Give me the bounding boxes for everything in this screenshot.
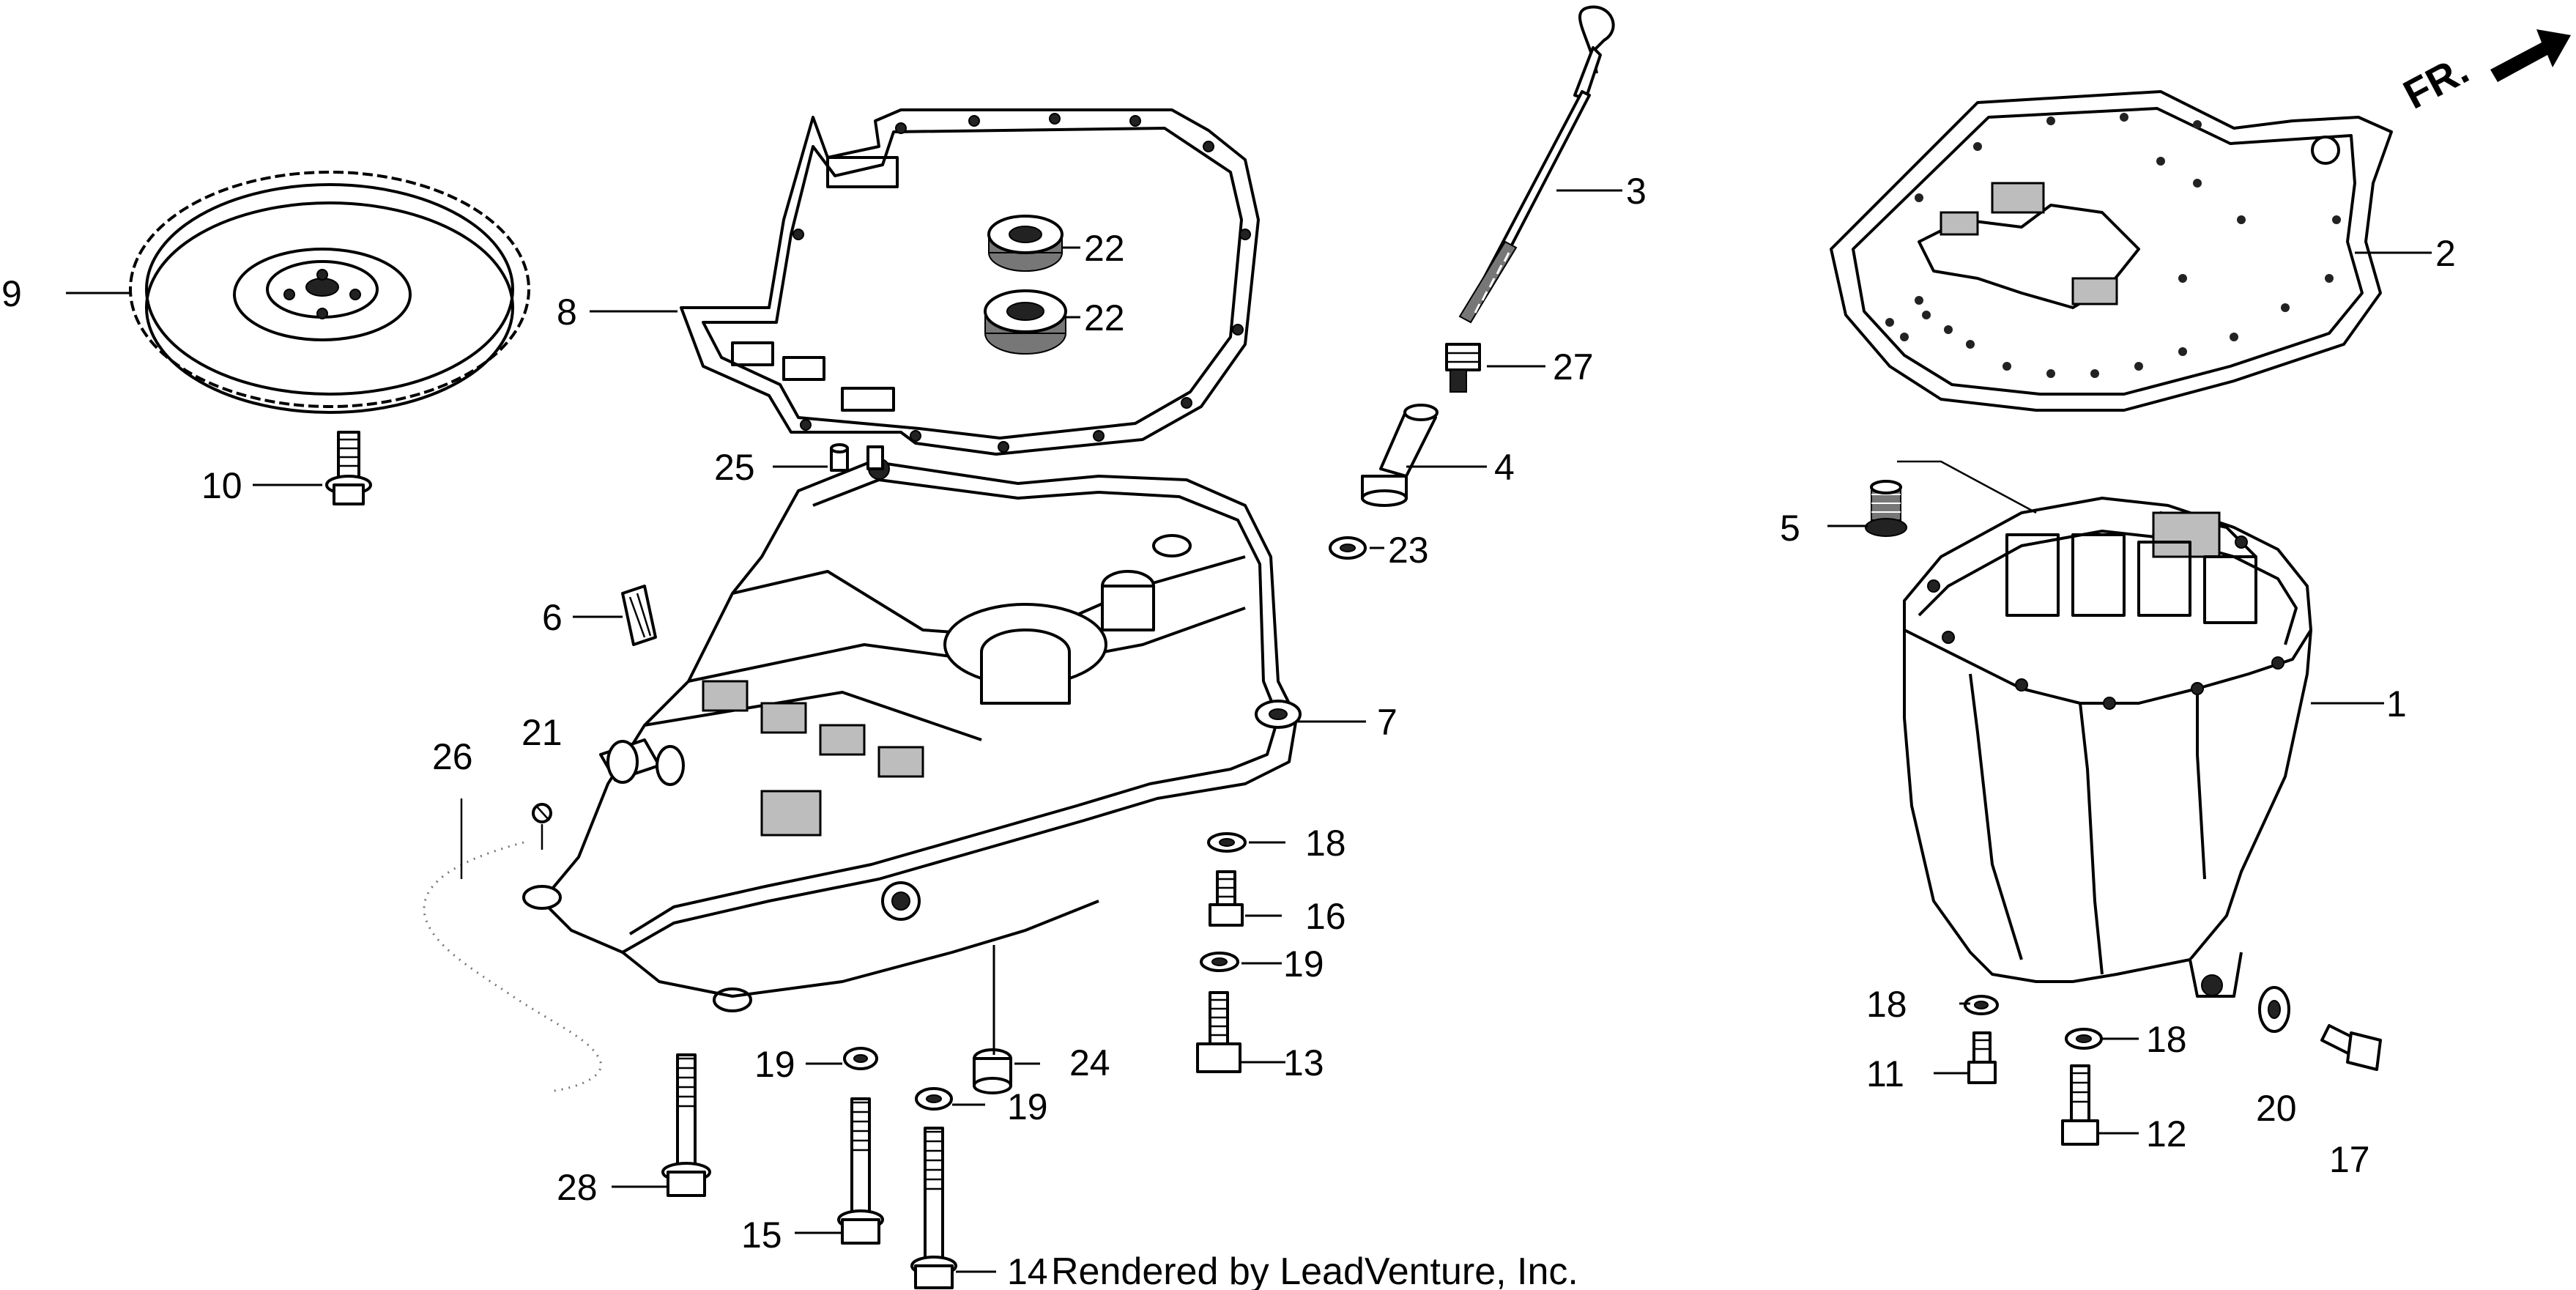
part-washer-18-right-a	[1964, 995, 1999, 1015]
part-bolt-15	[837, 1097, 884, 1245]
part-bolt-11	[1967, 1031, 1997, 1084]
callout-20: 20	[2256, 1088, 2297, 1129]
leader-lines	[66, 189, 2432, 1273]
callout-19-left: 19	[754, 1044, 795, 1085]
footer-credit: Rendered by LeadVenture, Inc.	[1051, 1250, 1578, 1290]
callout-27: 27	[1553, 346, 1594, 388]
part-bolt-14	[910, 1127, 957, 1289]
callout-6: 6	[542, 597, 563, 638]
part-washer-18-middle	[1207, 832, 1247, 853]
callout-18-right-a: 18	[1866, 984, 1907, 1025]
part-plug-24	[973, 1048, 1012, 1094]
callout-24: 24	[1069, 1042, 1110, 1083]
callout-3: 3	[1626, 171, 1647, 212]
callout-1: 1	[2386, 683, 2407, 724]
callout-16: 16	[1305, 896, 1346, 937]
arrow-icon	[2490, 29, 2571, 82]
front-direction-label: FR.	[2396, 46, 2476, 118]
part-dipstick-3	[1458, 5, 1615, 324]
part-bolt-16	[1209, 870, 1244, 927]
callout-25: 25	[714, 447, 755, 488]
part-washer-19-right	[1200, 952, 1239, 972]
part-bolt-13	[1196, 991, 1241, 1073]
callout-8: 8	[557, 292, 577, 333]
callout-13: 13	[1283, 1042, 1324, 1083]
callout-18-right-b: 18	[2146, 1019, 2187, 1060]
callout-11: 11	[1866, 1053, 1904, 1094]
part-cap-27	[1445, 343, 1481, 393]
part-pin-25	[830, 443, 849, 472]
callout-10: 10	[201, 465, 242, 506]
callout-28: 28	[557, 1167, 598, 1208]
part-hose-26	[409, 828, 616, 1106]
callout-14: 14	[1007, 1251, 1048, 1290]
callout-2: 2	[2435, 233, 2456, 274]
part-seal-22-upper	[987, 215, 1064, 272]
part-guide-tube-4	[1361, 404, 1439, 507]
part-washer-23	[1329, 536, 1367, 560]
part-oil-pan-1	[1897, 460, 2312, 998]
part-drain-bolt-17	[2320, 1024, 2382, 1071]
part-bolt-28	[661, 1053, 711, 1197]
part-washer-20	[2258, 986, 2290, 1033]
part-bolt-10	[325, 431, 372, 505]
callout-19-right: 19	[1283, 944, 1324, 985]
callout-23: 23	[1388, 530, 1429, 571]
callout-22-upper: 22	[1084, 228, 1125, 269]
callout-9: 9	[1, 273, 22, 314]
callout-19-bottom: 19	[1007, 1086, 1048, 1127]
callout-labels: 9 10 8 22 22 3 27 4 23 25 6 21 26 7 18 1…	[1, 171, 2456, 1290]
part-clamp-21	[532, 803, 552, 823]
callout-5: 5	[1780, 508, 1800, 549]
part-gasket-8	[680, 108, 1260, 456]
part-seal-22-lower	[984, 289, 1067, 355]
callout-18-middle: 18	[1305, 823, 1346, 864]
part-ring-gear	[129, 171, 530, 414]
part-washer-18-right-b	[2065, 1028, 2103, 1050]
part-gasket-2	[1830, 90, 2393, 412]
callout-7: 7	[1377, 702, 1398, 743]
part-bolt-12	[2061, 1064, 2099, 1146]
callout-26: 26	[432, 736, 473, 777]
gasket-bolt-holes	[1885, 113, 2341, 378]
callout-15: 15	[741, 1215, 782, 1256]
part-clip-6	[621, 585, 657, 646]
callout-4: 4	[1494, 447, 1515, 488]
callout-17: 17	[2329, 1139, 2370, 1180]
callout-21: 21	[521, 712, 563, 753]
part-washer-19-left	[843, 1047, 878, 1070]
part-breather-5	[1865, 480, 1907, 537]
front-direction-arrow: FR.	[2396, 29, 2571, 118]
part-washer-19-bottom	[915, 1087, 953, 1111]
callout-12: 12	[2146, 1113, 2187, 1154]
part-oil-case-7	[522, 445, 1302, 1012]
callout-22-lower: 22	[1084, 297, 1125, 338]
